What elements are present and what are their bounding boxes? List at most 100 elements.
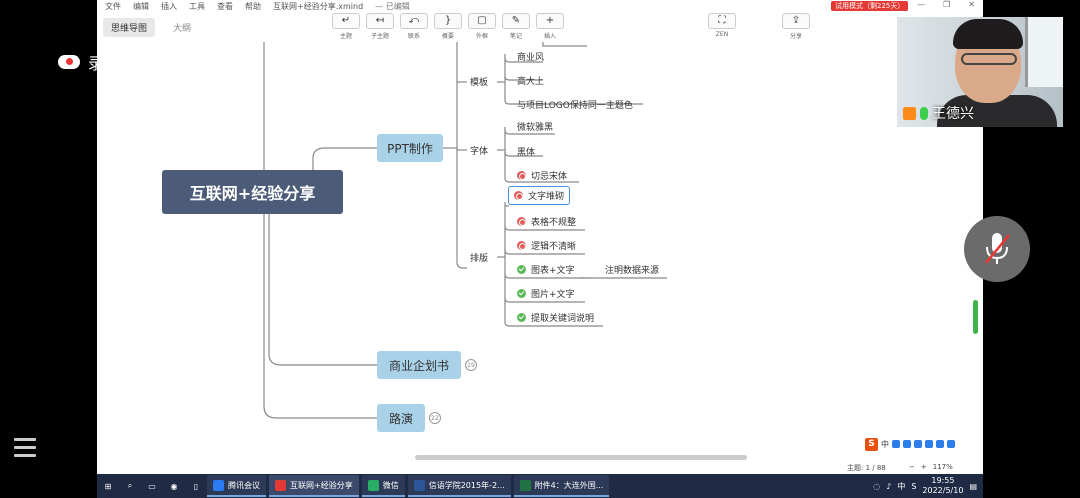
subtopic-template[interactable]: 模板 <box>470 78 489 88</box>
subtopic-font[interactable]: 字体 <box>470 147 489 157</box>
boundary-button[interactable]: ▢外框 <box>465 13 499 40</box>
summary-button[interactable]: }概要 <box>431 13 465 40</box>
ime-tool-icon[interactable] <box>914 440 922 448</box>
topic-item[interactable]: 注明数据来源 <box>605 266 660 276</box>
network-icon[interactable]: ◌ <box>873 481 881 491</box>
topic-item[interactable]: 切忌宋体 <box>517 169 567 182</box>
taskbar-app-wechat[interactable]: 微信 <box>361 475 405 497</box>
topic-item[interactable]: 提取关键词说明 <box>517 311 594 324</box>
xmind-window: 文件 编辑 插入 工具 查看 帮助 互联网+经验分享.xmind — 已编辑 试… <box>97 0 983 474</box>
taskbar-app-tencent-meeting[interactable]: 腾讯会议 <box>207 475 266 497</box>
restore-icon[interactable]: ❐ <box>943 0 951 9</box>
clock[interactable]: 19:55 2022/5/10 <box>922 476 964 495</box>
ime-tool-icon[interactable] <box>892 440 900 448</box>
close-icon[interactable]: ✕ <box>968 0 975 9</box>
topic-item[interactable]: 表格不规整 <box>517 215 576 228</box>
zoom-out-button[interactable]: − <box>909 463 915 471</box>
menu-file[interactable]: 文件 <box>105 1 121 11</box>
check-marker-icon <box>517 265 526 274</box>
menu-help[interactable]: 帮助 <box>245 1 261 11</box>
subtopic-button[interactable]: ↤子主题 <box>363 13 397 40</box>
topic-item[interactable]: 微软雅黑 <box>517 123 554 133</box>
topic-item[interactable]: 商业风 <box>517 53 545 63</box>
file-explorer-icon[interactable]: ▭ <box>148 481 156 491</box>
ime-toolbar[interactable]: S 中 <box>865 437 981 451</box>
zen-button[interactable]: ⛶ZEN <box>705 13 739 38</box>
topic-item[interactable]: 与项目LOGO保持同一主题色 <box>517 101 633 111</box>
ime-tool-icon[interactable] <box>936 440 944 448</box>
tab-mindmap[interactable]: 思维导图 <box>103 18 156 37</box>
webcam-video: 王德兴 <box>897 17 1063 127</box>
topic-item[interactable]: 图片+文字 <box>517 287 575 300</box>
status-bar: 主题: 1 / 88 − + 117% <box>97 462 983 474</box>
windows-start-icon[interactable]: ⊞ <box>104 481 112 491</box>
subtopic-icon: ↤ <box>366 13 394 29</box>
participant-name: 王德兴 <box>932 106 974 122</box>
document-icon[interactable]: ▯ <box>193 481 199 491</box>
menu-tools[interactable]: 工具 <box>189 1 205 11</box>
save-status: — 已编辑 <box>375 1 410 11</box>
taskbar-app-word[interactable]: 信语学院2015年-2... <box>407 475 511 497</box>
window-controls: — ❐ ✕ <box>917 0 975 9</box>
branch-ppt[interactable]: PPT制作 <box>377 134 443 162</box>
central-topic[interactable]: 互联网+经验分享 <box>162 170 343 214</box>
taskbar-app-excel[interactable]: 附件4：大连外国... <box>513 475 610 497</box>
menu-view[interactable]: 查看 <box>217 1 233 11</box>
horizontal-scrollbar[interactable] <box>415 455 747 460</box>
mic-active-icon <box>920 106 928 120</box>
taskbar-app-xmind[interactable]: 互联网+经验分享 <box>269 475 359 497</box>
connector-lines <box>263 42 667 419</box>
document-title: 互联网+经验分享.xmind <box>273 1 364 11</box>
topic-icon: ↵ <box>332 13 360 29</box>
fullscreen-icon: ⛶ <box>708 13 736 29</box>
zoom-level[interactable]: 117% <box>932 463 953 471</box>
ime-mode[interactable]: 中 <box>881 439 889 449</box>
trial-badge[interactable]: 试用模式（剩225天） <box>831 1 909 11</box>
share-button[interactable]: ⇪分享 <box>779 13 813 40</box>
topic-item-selected[interactable]: 文字堆砌 <box>508 186 571 205</box>
mic-muted-icon <box>985 233 1010 264</box>
tab-outline[interactable]: 大纲 <box>173 24 192 34</box>
ime-tool-icon[interactable] <box>925 440 933 448</box>
collapsed-count-badge[interactable]: 19 <box>465 359 477 371</box>
xmind-icon <box>275 479 286 491</box>
insert-button[interactable]: +插入 <box>533 13 567 40</box>
check-marker-icon <box>517 289 526 298</box>
topic-item[interactable]: 黑体 <box>517 148 536 158</box>
notes-button[interactable]: ✎笔记 <box>499 13 533 40</box>
ime-tool-icon[interactable] <box>947 440 955 448</box>
topic-item[interactable]: 图表+文字 <box>517 263 575 276</box>
minimize-icon[interactable]: — <box>917 0 926 9</box>
menu-bar: 文件 编辑 插入 工具 查看 帮助 互联网+经验分享.xmind — 已编辑 试… <box>97 0 983 12</box>
menu-insert[interactable]: 插入 <box>161 1 177 11</box>
topic-button[interactable]: ↵主题 <box>329 13 363 40</box>
input-language[interactable]: 中 <box>897 481 906 491</box>
branch-business-plan[interactable]: 商业企划书 <box>377 351 461 379</box>
cross-marker-icon <box>517 171 526 180</box>
mindmap-canvas[interactable]: 互联网+经验分享 PPT制作 商业企划书 19 路演 22 模板 字体 排版 商… <box>97 42 983 452</box>
participant-label: 王德兴 <box>897 102 980 124</box>
menu-edit[interactable]: 编辑 <box>133 1 149 11</box>
notes-icon: ✎ <box>502 13 530 29</box>
list-menu-icon[interactable] <box>14 438 36 462</box>
topic-item[interactable]: 逻辑不清晰 <box>517 239 576 252</box>
topic-item[interactable]: 高大上 <box>517 77 545 87</box>
word-icon <box>413 479 425 491</box>
ime-tool-icon[interactable] <box>903 440 911 448</box>
excel-icon <box>519 479 531 491</box>
collapsed-count-badge[interactable]: 22 <box>429 412 441 424</box>
zoom-controls: − + 117% <box>909 463 953 471</box>
firefox-icon[interactable]: ◉ <box>170 481 178 491</box>
search-icon[interactable]: ⌕ <box>127 481 133 490</box>
sogou-tray-icon[interactable]: S <box>911 481 917 491</box>
topic-counter: 主题: 1 / 88 <box>847 464 886 472</box>
notification-icon[interactable]: ▤ <box>969 481 977 491</box>
relationship-button[interactable]: ⤺联系 <box>397 13 431 40</box>
system-tray: ◌ ♪ 中 S 19:55 2022/5/10 ▤ <box>873 474 977 498</box>
vertical-scrollbar[interactable] <box>973 300 978 334</box>
zoom-in-button[interactable]: + <box>920 463 927 471</box>
mute-microphone-button[interactable] <box>964 216 1030 282</box>
subtopic-layout[interactable]: 排版 <box>470 254 489 264</box>
volume-icon[interactable]: ♪ <box>886 481 892 491</box>
branch-roadshow[interactable]: 路演 <box>377 404 425 432</box>
